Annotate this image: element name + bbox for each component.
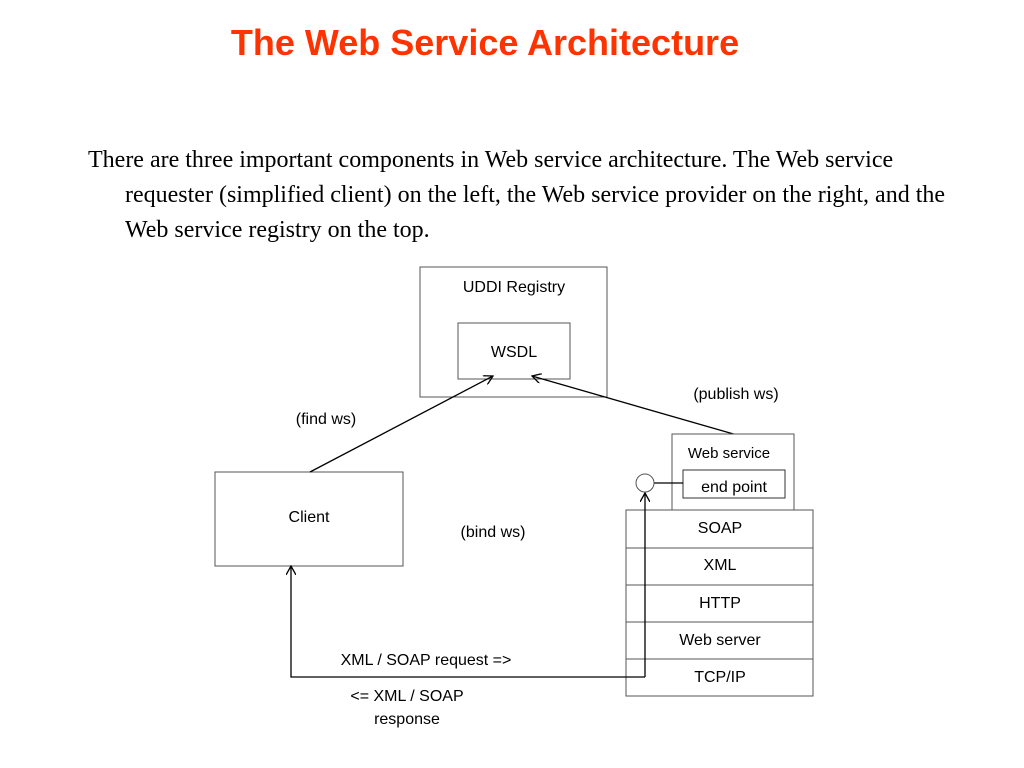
wsdl-box	[457, 322, 571, 380]
stack-layer-http	[625, 584, 814, 623]
response-label-line2: response	[374, 711, 440, 728]
publish-arrow	[532, 376, 738, 436]
stack-label: TCP/IP	[694, 669, 746, 686]
wsdl-label: WSDL	[491, 344, 537, 361]
bind-label: (bind ws)	[461, 524, 526, 541]
client-label: Client	[289, 509, 330, 526]
stack-label: XML	[704, 557, 737, 574]
find-label: (find ws)	[296, 411, 356, 428]
response-label-line1: <= XML / SOAP	[350, 688, 463, 705]
end-point-label: end point	[701, 479, 767, 496]
stack-label: Web server	[679, 632, 761, 649]
protocol-stack: SOAP XML HTTP Web server TCP/IP	[625, 509, 814, 697]
stack-layer-soap	[625, 509, 814, 549]
find-arrow	[309, 376, 493, 473]
web-service-label: Web service	[688, 445, 770, 462]
registry-label: UDDI Registry	[463, 279, 565, 296]
stack-layer-xml	[625, 547, 814, 586]
publish-label: (publish ws)	[693, 386, 778, 403]
end-point-box	[682, 469, 786, 499]
stack-layer-web-server	[625, 621, 814, 660]
stack-label: HTTP	[699, 595, 741, 612]
slide-title: The Web Service Architecture	[230, 22, 740, 63]
client-box	[214, 471, 404, 567]
request-label: XML / SOAP request =>	[341, 652, 512, 669]
intro-paragraph: There are three important components in …	[88, 147, 946, 243]
bind-path	[291, 566, 645, 678]
end-point-circle	[635, 473, 655, 493]
stack-label: SOAP	[698, 520, 742, 537]
